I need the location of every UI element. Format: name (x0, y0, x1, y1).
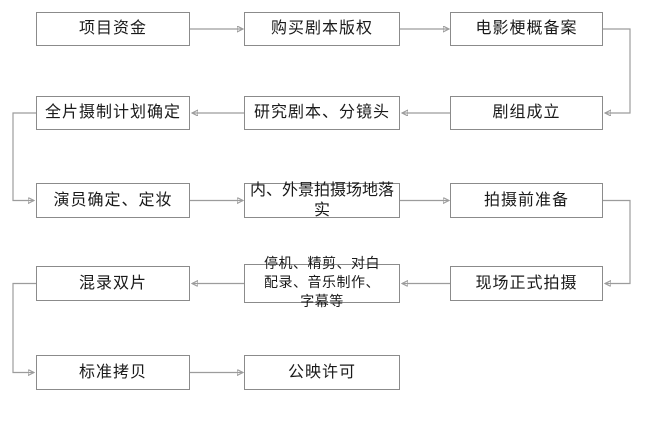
flow-node-study-script-storyboard: 研究剧本、分镜头 (244, 96, 400, 130)
flow-node-crew-formation: 剧组成立 (450, 96, 603, 130)
flow-node-mixed-double-print: 混录双片 (36, 266, 190, 301)
flow-node-location-scouting: 内、外景拍摄场地落实 (244, 182, 400, 219)
flow-node-standard-print: 标准拷贝 (36, 355, 190, 390)
flow-node-on-set-shooting: 现场正式拍摄 (450, 266, 603, 301)
flow-node-shooting-plan-confirmed: 全片摄制计划确定 (36, 96, 190, 130)
flow-node-buy-script-copyright: 购买剧本版权 (244, 12, 400, 46)
flow-node-pre-shoot-preparation: 拍摄前准备 (450, 183, 603, 218)
flow-node-post-production: 停机、精剪、对白配录、音乐制作、字幕等 (244, 257, 400, 310)
edge-n9-n12 (603, 199, 631, 284)
edge-n3-n6 (603, 28, 631, 113)
flow-node-public-screening-permit: 公映许可 (244, 355, 400, 390)
flow-node-project-funding: 项目资金 (36, 12, 190, 46)
flow-node-synopsis-filing: 电影梗概备案 (450, 12, 603, 46)
flow-node-cast-confirmation-makeup: 演员确定、定妆 (36, 183, 190, 218)
edge-n4-n7 (12, 112, 36, 201)
edge-n10-n13 (12, 282, 36, 373)
